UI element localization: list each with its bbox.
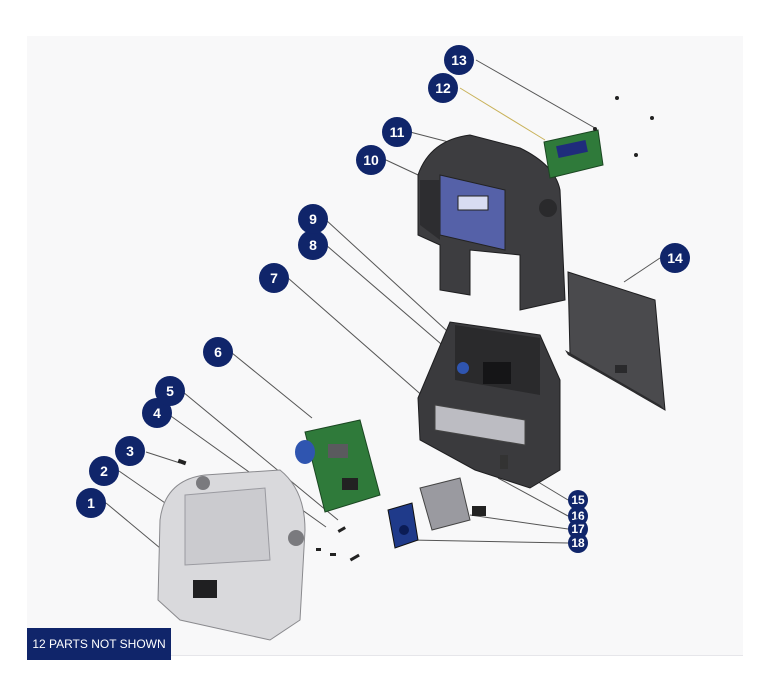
parts-not-shown-label: 12 PARTS NOT SHOWN bbox=[27, 628, 171, 660]
leader-9 bbox=[325, 219, 471, 353]
leader-lines bbox=[105, 59, 661, 549]
callout-badge-14: 14 bbox=[660, 243, 690, 273]
back-plate bbox=[565, 271, 666, 411]
leader-16 bbox=[497, 477, 569, 517]
callout-badge-13: 13 bbox=[444, 45, 474, 75]
leader-2 bbox=[118, 470, 169, 506]
base-housing bbox=[417, 321, 561, 489]
motor-assembly bbox=[387, 455, 508, 549]
leader-14 bbox=[623, 257, 661, 283]
leader-18 bbox=[409, 539, 569, 544]
leader-8 bbox=[325, 244, 463, 363]
display-board bbox=[543, 96, 654, 179]
leader-1 bbox=[105, 502, 161, 549]
leader-13 bbox=[475, 59, 596, 129]
transformer-block bbox=[483, 362, 511, 384]
leader-17 bbox=[469, 514, 569, 530]
callout-badge-1: 1 bbox=[76, 488, 106, 518]
cover-latch bbox=[193, 580, 217, 598]
top-housing bbox=[417, 134, 566, 311]
leader-12 bbox=[459, 87, 546, 141]
callout-badge-3: 3 bbox=[115, 436, 145, 466]
front-cover bbox=[157, 469, 306, 641]
callout-badge-10: 10 bbox=[356, 145, 386, 175]
callout-badge-18: 18 bbox=[568, 533, 588, 553]
leader-3 bbox=[145, 451, 181, 464]
callout-badge-9: 9 bbox=[298, 204, 328, 234]
callout-badge-5: 5 bbox=[155, 376, 185, 406]
leader-5 bbox=[182, 391, 339, 521]
screws bbox=[177, 458, 360, 562]
callout-badge-15: 15 bbox=[568, 490, 588, 510]
callout-badge-6: 6 bbox=[203, 337, 233, 367]
leader-6 bbox=[231, 352, 313, 419]
callout-badge-7: 7 bbox=[259, 263, 289, 293]
divider-line bbox=[27, 655, 743, 656]
main-board bbox=[295, 419, 381, 513]
leader-7 bbox=[287, 277, 426, 399]
callout-badge-12: 12 bbox=[428, 73, 458, 103]
callout-badge-11: 11 bbox=[382, 117, 412, 147]
callout-badge-8: 8 bbox=[298, 230, 328, 260]
callout-badge-2: 2 bbox=[89, 456, 119, 486]
